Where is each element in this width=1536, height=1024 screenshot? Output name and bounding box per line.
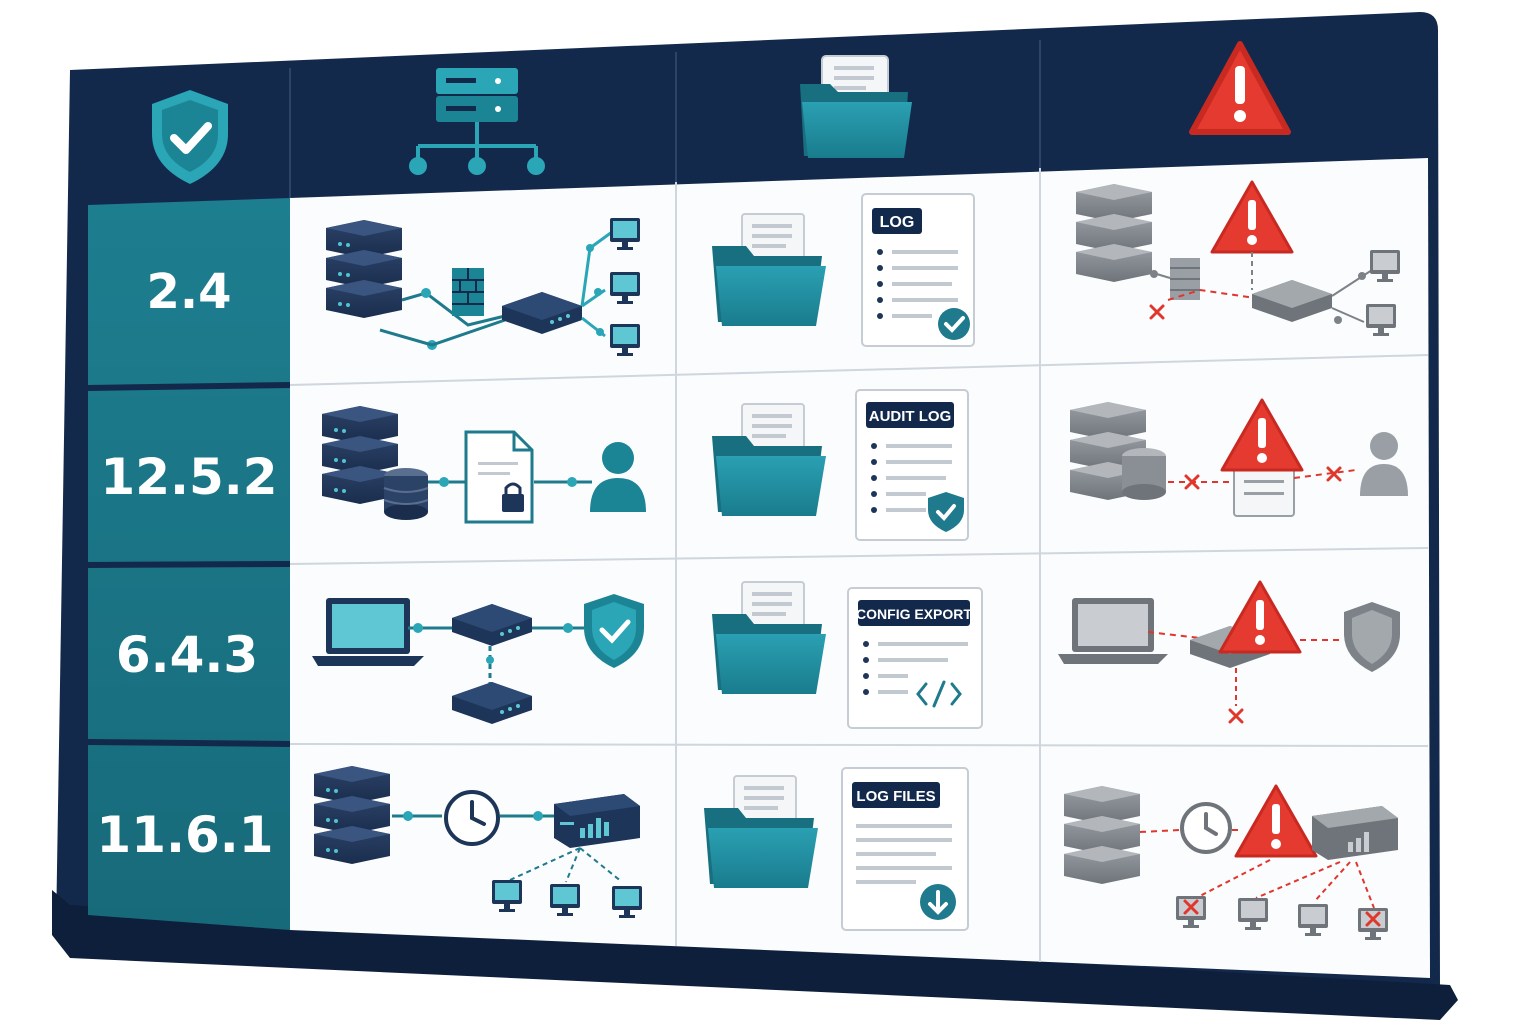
- server-network-icon: [409, 68, 545, 175]
- config-export-document: CONFIG EXPORT: [847, 587, 983, 729]
- failure-diagram-row-3: [1058, 580, 1400, 724]
- doc-title-row-3: CONFIG EXPORT: [856, 606, 972, 622]
- files-row-2: AUDIT LOG: [711, 389, 969, 541]
- firewall-icon: [452, 268, 484, 316]
- locked-document-icon: [464, 430, 534, 524]
- clock-icon: [444, 790, 500, 846]
- failure-diagram-row-1: [1076, 180, 1400, 336]
- files-row-3: CONFIG EXPORT: [711, 581, 983, 729]
- version-label-row-3: 6.4.3: [116, 626, 258, 684]
- version-label-row-2: 12.5.2: [100, 448, 277, 506]
- version-label-row-1: 2.4: [146, 264, 231, 320]
- failure-diagram-row-2: [1070, 398, 1408, 517]
- network-diagram-row-2: [322, 406, 646, 524]
- files-row-4: LOG FILES: [703, 767, 969, 931]
- audit-log-document: AUDIT LOG: [855, 389, 969, 541]
- version-label-row-4: 11.6.1: [96, 806, 273, 864]
- monitoring-appliance-icon: [554, 794, 640, 848]
- shield-check-small-icon: [584, 594, 644, 668]
- warning-triangle-icon: [1189, 41, 1291, 135]
- log-files-document: LOG FILES: [841, 767, 969, 931]
- shield-check-icon: [152, 90, 228, 184]
- failure-diagram-row-4: [1064, 784, 1398, 940]
- log-document: LOG: [861, 193, 975, 347]
- files-row-1: LOG: [711, 193, 975, 347]
- folder-files-icon: [800, 55, 912, 158]
- network-diagram-row-1: [326, 218, 640, 356]
- network-diagram-row-4: [314, 766, 642, 918]
- user-icon: [590, 442, 646, 512]
- doc-title-row-1: LOG: [880, 214, 915, 231]
- doc-title-row-4: LOG FILES: [856, 788, 935, 805]
- doc-title-row-2: AUDIT LOG: [869, 408, 952, 425]
- network-diagram-row-3: [312, 594, 644, 724]
- laptop-icon: [312, 598, 424, 666]
